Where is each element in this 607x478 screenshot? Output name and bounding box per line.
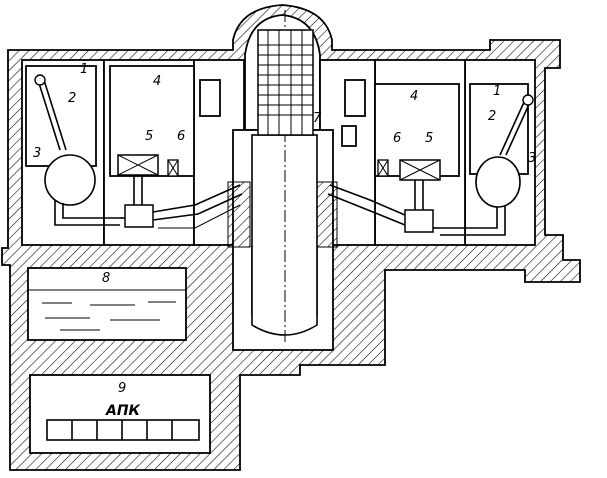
label-6-right: 6	[393, 131, 401, 146]
right-small-box	[344, 79, 366, 117]
label-5-right: 5	[425, 131, 433, 146]
label-2-left: 2	[68, 91, 76, 106]
right-valve	[377, 159, 389, 177]
label-3-left: 3	[33, 146, 41, 161]
right-small-box-2	[341, 125, 357, 147]
label-7: 7	[313, 111, 322, 126]
label-2-right: 2	[488, 109, 496, 124]
control-rod-drives	[257, 29, 314, 136]
label-1-right: 1	[493, 84, 501, 99]
tank-room	[27, 267, 187, 341]
reactor-vessel	[251, 10, 318, 345]
label-1-left: 1	[80, 62, 88, 77]
right-pump	[399, 159, 441, 233]
left-valve	[167, 159, 179, 177]
label-4-right: 4	[410, 89, 418, 104]
shaft-wall-right	[314, 181, 338, 248]
label-6-left: 6	[177, 129, 185, 144]
right-main-pipe	[327, 184, 440, 229]
label-5-left: 5	[145, 129, 153, 144]
label-4-left: 4	[153, 74, 161, 89]
left-sg-box	[25, 65, 97, 167]
label-9: 9	[118, 381, 126, 396]
left-steam-generator	[34, 74, 120, 226]
label-apk: АПК	[105, 403, 141, 419]
left-small-box	[199, 79, 221, 117]
label-8: 8	[102, 271, 110, 286]
apk-panel	[46, 419, 200, 441]
shaft-wall-left	[227, 181, 251, 248]
right-steam-generator	[440, 94, 534, 236]
left-pump	[117, 154, 159, 228]
label-3-right: 3	[528, 151, 536, 166]
left-main-pipe	[120, 184, 243, 229]
